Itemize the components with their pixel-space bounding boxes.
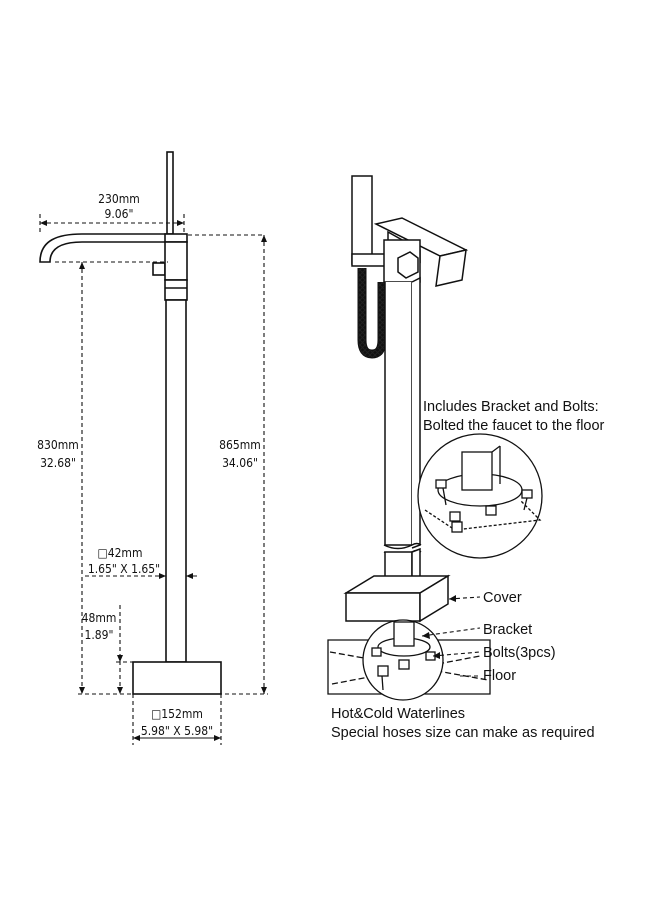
waterlines-note-line2: Special hoses size can make as required	[331, 725, 595, 741]
base-height-in: 1.89"	[85, 628, 114, 642]
dimension-lines	[39, 214, 268, 745]
includes-note-line1: Includes Bracket and Bolts:	[423, 399, 599, 415]
base-size-mm: □152mm	[151, 707, 203, 721]
side-elevation-drawing	[39, 151, 222, 695]
dimension-arrows	[40, 220, 267, 741]
floor-bracket-detail	[327, 619, 491, 701]
callout-floor: Floor	[483, 668, 516, 684]
includes-note-line2: Bolted the faucet to the floor	[423, 418, 605, 434]
callout-bracket: Bracket	[483, 622, 532, 638]
pipe-size-in: 1.65" X 1.65"	[88, 562, 160, 576]
spout-height-in: 32.68"	[40, 456, 76, 470]
hand-shower	[351, 175, 373, 265]
total-height-in: 34.06"	[222, 456, 258, 470]
callout-bolts: Bolts(3pcs)	[483, 645, 556, 661]
total-height-mm: 865mm	[219, 438, 261, 452]
perspective-drawing	[343, 175, 469, 623]
base-height-mm: 48mm	[82, 611, 117, 625]
callout-leaders	[421, 596, 481, 677]
spout-reach-in: 9.06"	[105, 207, 134, 221]
callout-cover: Cover	[483, 590, 522, 606]
bracket-detail-magnified	[417, 433, 543, 559]
base-size-in: 5.98" X 5.98"	[141, 724, 213, 738]
callout-arrows	[422, 595, 456, 659]
pipe-size-mm: □42mm	[98, 546, 143, 560]
waterlines-note-line1: Hot&Cold Waterlines	[331, 706, 465, 722]
spout-reach-mm: 230mm	[98, 192, 140, 206]
spout-height-mm: 830mm	[37, 438, 79, 452]
